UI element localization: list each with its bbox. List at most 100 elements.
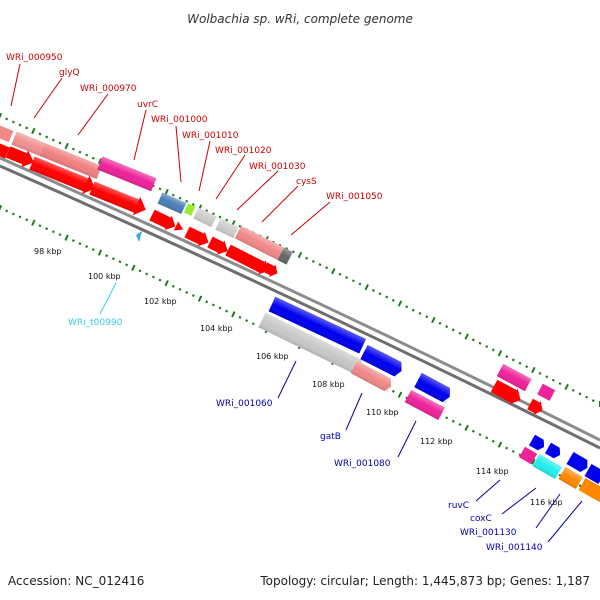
tick-mark [364,284,369,291]
tick-mark [491,439,495,443]
tick-mark [38,132,42,136]
tick-mark [571,388,575,392]
gene-label: WRi_001080 [334,459,391,469]
gene-feature-arrow [262,262,278,277]
gene-label: WRi_000970 [80,84,137,94]
tick-mark [297,251,303,259]
tick-mark [58,141,62,145]
tick-mark [111,257,115,261]
gene-feature [0,122,14,143]
gene-feature-WRi_001080 [414,372,454,404]
gene-feature-WRi_001130 [558,466,583,490]
tick-mark [91,156,95,160]
gene-feature-arrow [207,236,228,255]
gene-feature-arrow-blue [545,442,561,459]
gene-feature-arrow [184,226,209,247]
scale-label: 108 kbp [312,380,345,389]
tick-mark [164,188,169,196]
tick-mark [205,209,209,213]
tick-mark [225,218,229,222]
tick-mark [151,275,155,279]
gene-label: WRi_001140 [486,543,543,553]
scale-label: 114 kbp [476,467,509,476]
genome-summary: Topology: circular; Length: 1,445,873 bp… [259,574,590,588]
gene-label: glyQ [59,68,80,78]
tick-mark [338,272,342,276]
tick-mark [197,295,203,302]
gene-feature-arrow [225,244,269,275]
gene-feature-arrow [29,156,96,194]
tick-mark [5,117,9,121]
gene-feature-cysS [234,225,293,265]
tick-mark [385,295,389,299]
tick-mark [518,361,522,365]
tick-mark [97,158,103,165]
scale-label: 98 kbp [34,247,62,256]
scale-label: 104 kbp [200,324,233,333]
gene-feature-arrow [173,221,184,231]
tick-mark [458,331,462,335]
tick-mark [31,127,36,135]
gene-label: WRi_001020 [215,146,272,156]
tick-mark [51,138,55,142]
gene-feature-arrow [89,181,146,216]
gene-label: WRi_000950 [6,53,63,63]
tick-mark [178,196,182,200]
tick-mark [71,239,75,243]
label-leader-lines [10,63,583,543]
tick-mark [45,135,49,139]
tick-mark [158,187,162,191]
tick-mark [185,291,189,294]
gene-labels-top: WRi_000950 glyQ WRi_000970 uvrC WRi_0010… [6,53,383,202]
tick-mark [451,328,455,332]
tick-mark [85,245,89,249]
tick-mark [325,266,329,270]
gene-label: WRi_001130 [460,528,517,538]
gene-feature-pink [537,383,556,401]
tick-mark [78,150,82,154]
gene-feature-arrow-blue [584,463,600,485]
tick-mark [31,219,36,226]
tick-mark [218,306,222,310]
gene-label: WRi_001060 [216,399,273,409]
tick-mark [505,355,509,359]
tick-mark [238,315,242,319]
gene-label-trna: WRi_t00990 [68,318,123,328]
tick-mark [345,276,349,279]
tick-mark [405,396,409,400]
gene-feature-WRi_001140 [578,477,600,503]
tick-mark [178,287,182,291]
gene-feature-arrow [490,379,521,405]
gene-feature [0,140,10,159]
gene-feature-arrow-blue [566,451,588,473]
gene-feature-grey [258,312,363,375]
tick-mark [397,391,403,398]
tick-mark [578,392,582,396]
tick-mark [525,365,529,369]
tick-mark [591,399,595,403]
tick-mark [5,209,9,213]
tick-mark [558,473,562,477]
tick-mark [45,227,49,231]
tick-mark [131,264,136,272]
gene-label: gatB [320,432,341,442]
tick-mark [464,424,469,431]
tick-mark [318,263,322,267]
tick-mark [538,371,542,375]
tick-mark [97,249,103,256]
gene-feature-WRi_001030 [215,218,239,239]
tick-mark [25,218,29,222]
tick-mark [245,319,249,323]
tick-mark [185,199,189,203]
tick-mark [311,259,315,263]
tick-mark [471,338,475,342]
gene-feature-coxC [532,453,563,480]
tick-mark [18,215,22,219]
tick-mark [564,383,569,391]
tick-mark [585,395,589,399]
tick-mark [505,446,509,450]
gene-features [0,122,600,503]
tick-mark [64,234,69,241]
tick-mark [418,311,422,315]
